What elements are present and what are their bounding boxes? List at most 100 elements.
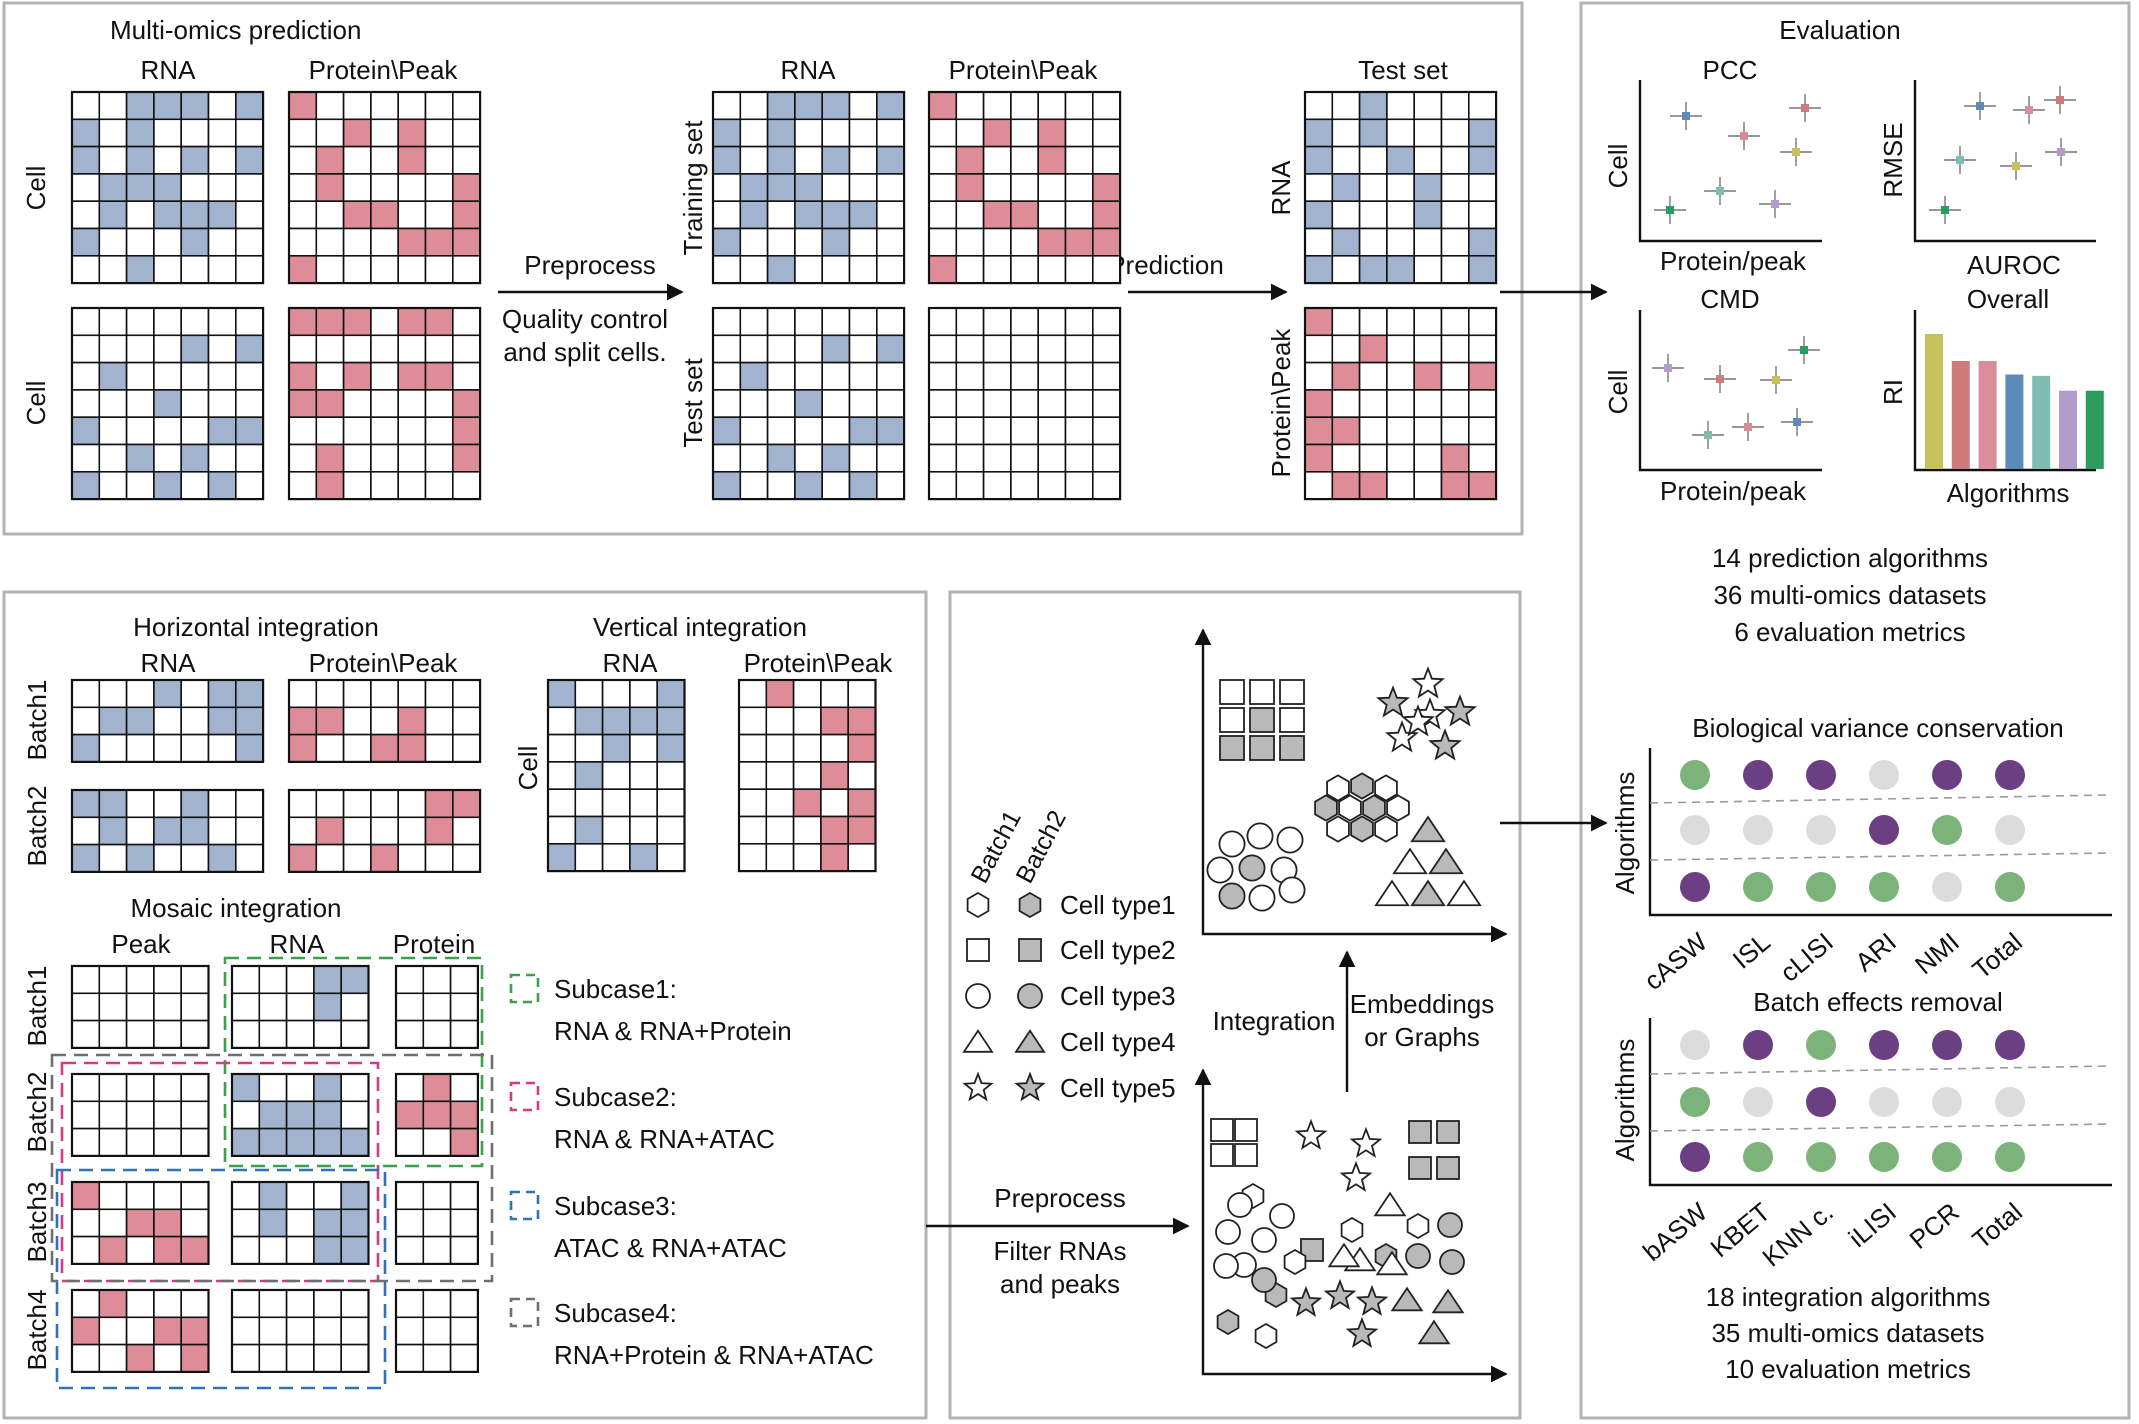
matrix-cell — [422, 1181, 452, 1211]
matrix-cell — [848, 200, 878, 230]
matrix-cell — [125, 200, 155, 230]
matrix-cell — [1386, 389, 1416, 418]
matrix-cell — [712, 173, 742, 202]
matrix-cell — [342, 361, 372, 391]
matrix-cell — [340, 1235, 370, 1265]
matrix-cell — [71, 706, 101, 736]
point-marker — [1800, 346, 1808, 354]
circle-marker — [1246, 822, 1274, 850]
matrix-cell — [792, 733, 822, 763]
metric-dot — [1806, 815, 1836, 845]
matrix-cell — [848, 173, 878, 202]
pcc-ylabel: Cell — [1603, 144, 1633, 189]
matrix-cell — [395, 1127, 425, 1157]
matrix-cell — [1358, 470, 1388, 500]
matrix-cell — [766, 443, 796, 473]
matrix-cell — [601, 761, 631, 791]
matrix-cell — [928, 307, 958, 337]
point-marker — [1956, 156, 1964, 164]
matrix-cell — [794, 227, 824, 257]
matrix-cell — [1331, 173, 1361, 202]
point-marker — [1716, 187, 1724, 195]
point-marker — [1771, 200, 1779, 208]
matrix-cell — [71, 1181, 101, 1211]
matrix-border — [287, 90, 482, 285]
matrix-cell — [449, 1073, 479, 1103]
matrix-cell — [955, 443, 985, 473]
matrix-cell — [712, 255, 742, 284]
metric-dot — [1743, 760, 1773, 790]
matrix-cell — [766, 200, 796, 230]
matrix-cell — [547, 788, 577, 818]
metric-dot — [1869, 815, 1899, 845]
matrix-cell — [98, 1208, 128, 1238]
matrix-cell — [848, 227, 878, 257]
matrix-cell — [340, 1019, 370, 1049]
matrix-cell — [424, 173, 454, 202]
matrix-cell — [766, 361, 796, 391]
matrix-cell — [451, 118, 481, 148]
matrix-cell — [955, 118, 985, 148]
matrix-cell — [739, 470, 769, 500]
matrix-cell — [370, 843, 399, 873]
matrix-cell — [180, 1100, 210, 1130]
matrix-cell — [342, 706, 372, 736]
grid-m-protein-batch3 — [394, 1180, 480, 1266]
circle-marker — [1218, 882, 1246, 910]
matrix-cell — [153, 173, 182, 202]
matrix-cell — [342, 816, 372, 846]
matrix-cell — [71, 679, 101, 709]
matrix-cell — [235, 733, 264, 763]
matrix-cell — [422, 1127, 452, 1157]
matrix-cell — [1386, 91, 1416, 121]
matrix-cell — [125, 679, 155, 709]
matrix-cell — [153, 470, 182, 500]
star-marker — [1385, 720, 1419, 753]
matrix-cell — [315, 91, 345, 121]
m-col-peak: Peak — [111, 929, 171, 959]
matrix-cell — [1010, 307, 1040, 337]
matrix-cell — [313, 1019, 342, 1049]
matrix-cell — [820, 788, 850, 818]
matrix-cell — [370, 145, 399, 175]
matrix-cell — [449, 1289, 479, 1319]
matrix-cell — [342, 200, 372, 230]
matrix-cell — [601, 815, 631, 845]
matrix-cell — [1331, 307, 1361, 337]
matrix-cell — [1037, 416, 1067, 446]
matrix-cell — [820, 842, 850, 872]
grid-h-rna-batch1 — [70, 678, 265, 764]
matrix-cell — [153, 965, 182, 995]
matrix-cell — [315, 843, 345, 873]
subcase-desc: ATAC & RNA+ATAC — [554, 1233, 787, 1263]
matrix-grids — [70, 90, 1498, 1374]
matrix-cell — [342, 416, 372, 446]
matrix-border — [711, 90, 906, 285]
matrix-cell — [340, 965, 370, 995]
grid-h-protein-batch2 — [287, 788, 482, 874]
metric-dot — [1995, 1142, 2025, 1172]
matrix-border — [70, 964, 210, 1050]
star-marker — [962, 1071, 994, 1102]
matrix-cell — [125, 307, 155, 337]
circle-marker — [1215, 1219, 1241, 1245]
matrix-cell — [982, 361, 1012, 391]
matrix-cell — [258, 1343, 288, 1373]
matrix-cell — [712, 145, 742, 175]
square-marker — [1279, 679, 1305, 705]
matrix-cell — [656, 815, 686, 845]
matrix-cell — [370, 173, 399, 202]
square-marker — [966, 938, 990, 962]
matrix-cell — [656, 733, 686, 763]
matrix-cell — [397, 470, 427, 500]
metric-dot — [1680, 815, 1710, 845]
matrix-cell — [98, 1127, 128, 1157]
matrix-cell — [449, 1343, 479, 1373]
matrix-cell — [1037, 389, 1067, 418]
grid-h-protein-batch1 — [287, 678, 482, 764]
matrix-cell — [180, 118, 210, 148]
matrix-cell — [370, 200, 399, 230]
matrix-cell — [231, 1019, 261, 1049]
